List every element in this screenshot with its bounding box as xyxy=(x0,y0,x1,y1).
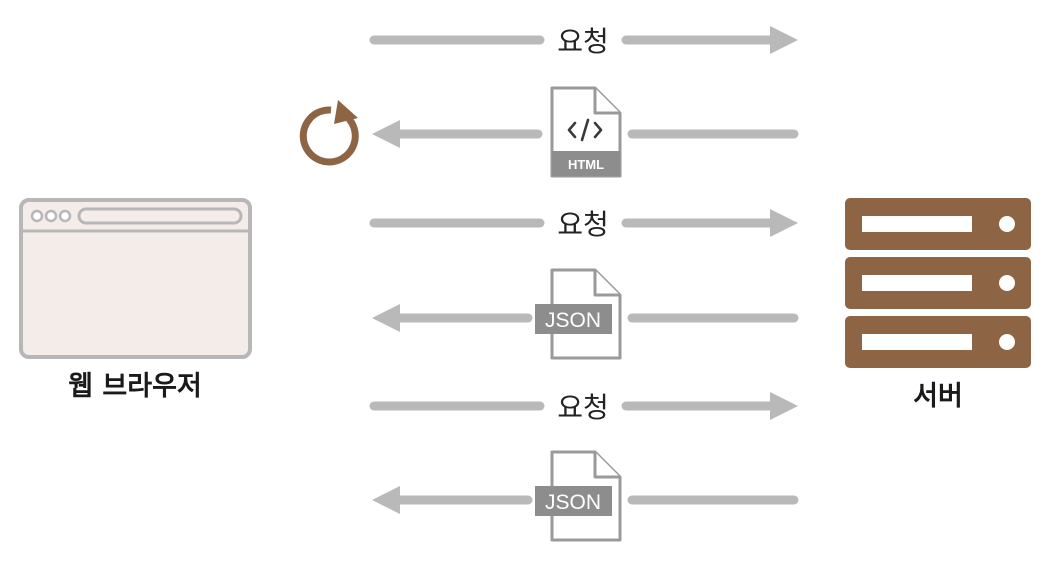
json-file-icon: JSON xyxy=(535,268,622,360)
response-arrow: JSON xyxy=(372,268,799,360)
response-arrow: JSON xyxy=(372,450,799,542)
request-label: 요청 xyxy=(557,391,609,424)
request-arrow: 요청 xyxy=(369,391,798,424)
json-label: JSON xyxy=(545,491,601,514)
json-label: JSON xyxy=(545,309,601,332)
request-label: 요청 xyxy=(557,208,609,241)
browser-window-icon xyxy=(19,198,252,359)
server-rack-icon xyxy=(845,198,1031,368)
code-icon xyxy=(567,118,603,142)
server-label: 서버 xyxy=(913,381,963,412)
request-arrow: 요청 xyxy=(369,25,798,58)
request-label: 요청 xyxy=(557,25,609,58)
refresh-icon xyxy=(299,100,359,166)
json-file-icon: JSON xyxy=(535,450,622,542)
browser-label: 웹 브라우저 xyxy=(68,371,202,402)
html-file-icon: HTML xyxy=(550,86,622,178)
request-arrow: 요청 xyxy=(369,208,798,241)
html-label: HTML xyxy=(568,157,604,172)
response-arrow: HTML xyxy=(372,86,799,178)
